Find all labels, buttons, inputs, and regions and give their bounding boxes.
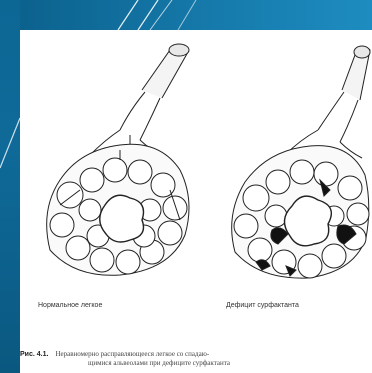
right-panel-label: Дефицит сурфактанта — [226, 302, 299, 309]
caption-line-2: щимися альвеолами при дефиците сурфактан… — [88, 359, 230, 367]
left-panel-label: Нормальное легкое — [38, 302, 102, 309]
lung-illustration — [20, 30, 372, 320]
lung-figure: Нормальное легкое Дефицит сурфактанта Ри… — [20, 30, 372, 373]
right-lung-drawing — [232, 46, 370, 278]
left-lung-drawing — [47, 44, 189, 275]
caption-figure-number: Рис. 4.1. — [20, 351, 48, 358]
caption-line-1: Неравномерно расправляющееся легкое со с… — [55, 350, 209, 358]
